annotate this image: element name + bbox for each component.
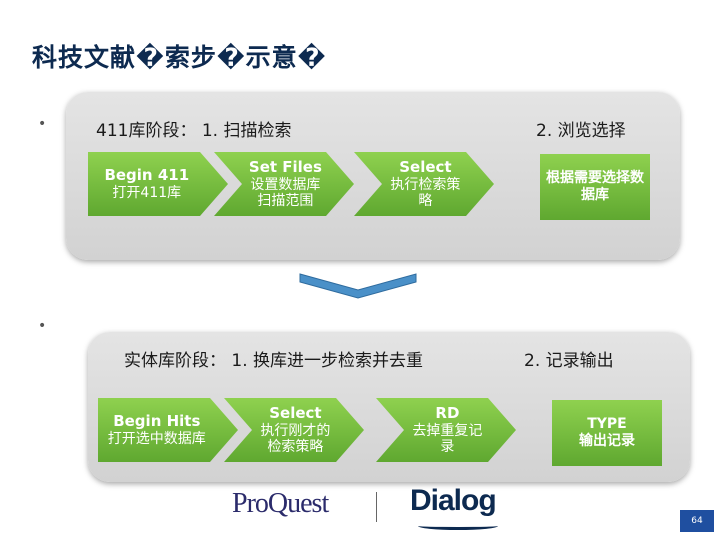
step-rd: RD 去掉重复记录 — [376, 398, 516, 462]
page-number: 64 — [680, 510, 714, 532]
arrow-down-icon — [299, 273, 417, 299]
step-select-again: Select 执行刚才的检索策略 — [224, 398, 364, 462]
step-choose-database: 根据需要选择数据库 — [540, 154, 650, 220]
stage2-right-label: 2. 记录输出 — [524, 351, 614, 371]
stage1-label: 411库阶段： 1. 扫描检索 — [96, 121, 292, 141]
step-description: 去掉重复记录 — [412, 422, 483, 455]
step-set-files: Set Files 设置数据库扫描范围 — [214, 152, 354, 216]
logo-divider — [376, 492, 377, 522]
step-select: Select 执行检索策略 — [354, 152, 494, 216]
step-description: 执行检索策略 — [390, 176, 461, 209]
step-command: Select — [399, 158, 452, 177]
bullet: • — [38, 318, 47, 334]
step-command: Set Files — [248, 158, 322, 177]
step-begin-hits: Begin Hits 打开选中数据库 — [98, 398, 238, 462]
step-description: 设置数据库扫描范围 — [250, 176, 321, 209]
step-command: Select — [269, 404, 322, 423]
step-description: 打开411库 — [112, 184, 182, 201]
stage1-right-label: 2. 浏览选择 — [536, 121, 626, 141]
step-description: 输出记录 — [579, 433, 635, 449]
step-command: Begin Hits — [113, 412, 201, 431]
step-description: 打开选中数据库 — [107, 430, 206, 447]
bullet: • — [38, 116, 47, 132]
dialog-logo: Dialog — [410, 484, 497, 517]
step-command: Begin 411 — [104, 166, 190, 185]
proquest-logo: ProQuest — [232, 488, 329, 519]
stage2-label: 实体库阶段： 1. 换库进一步检索并去重 — [124, 351, 424, 371]
step-begin-411: Begin 411 打开411库 — [88, 152, 228, 216]
step-description: 执行刚才的检索策略 — [260, 422, 331, 455]
step-command: TYPE — [587, 415, 627, 432]
dialog-logo-arc — [418, 522, 498, 530]
page-title: 科技文献�索步�示意� — [32, 43, 327, 72]
step-command: RD — [435, 404, 460, 423]
step-type-output: TYPE 输出记录 — [552, 400, 662, 466]
step-description: 根据需要选择数据库 — [546, 169, 644, 204]
